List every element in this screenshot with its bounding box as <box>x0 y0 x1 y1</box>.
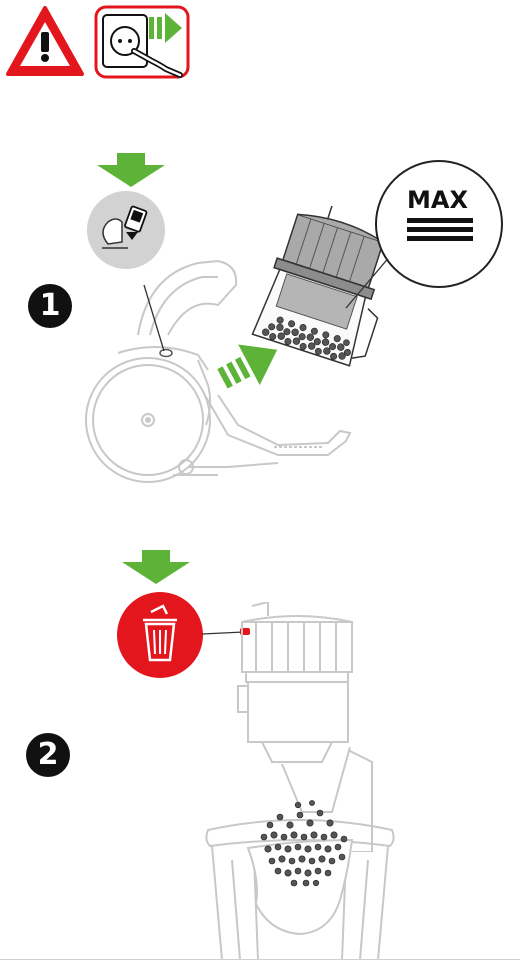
max-line-2 <box>407 227 473 232</box>
max-fill-callout: MAX <box>375 160 503 288</box>
vacuum-cleaner-illustration <box>78 185 368 485</box>
insert-direction-arrow-icon <box>216 330 288 394</box>
emptying-bin-illustration <box>232 602 382 852</box>
step-2-number: 2 <box>26 733 70 777</box>
down-arrow-icon <box>122 550 190 584</box>
bottom-divider <box>0 959 520 960</box>
removed-dust-bin-illustration <box>244 206 414 386</box>
trash-bin-icon <box>115 590 205 680</box>
down-arrow-icon <box>97 153 165 187</box>
unplug-from-socket-icon <box>94 5 190 79</box>
falling-debris-illustration <box>250 795 360 895</box>
max-line-1 <box>407 218 473 223</box>
step-1-number: 1 <box>28 284 72 328</box>
warning-triangle-icon <box>4 4 86 78</box>
max-label: MAX <box>407 186 468 214</box>
bin-release-button-icon <box>86 190 166 270</box>
max-line-3 <box>407 236 473 241</box>
